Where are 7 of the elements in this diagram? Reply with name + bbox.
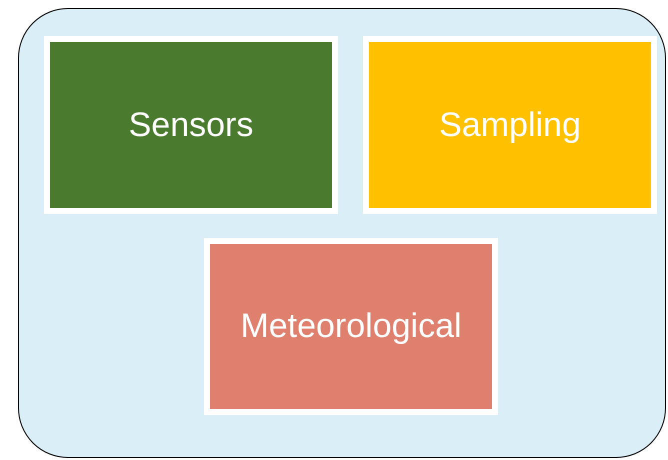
category-box [363, 36, 657, 214]
category-label: Meteorological [240, 307, 462, 346]
container-panel [18, 8, 666, 458]
category-label: Sensors [128, 106, 254, 144]
category-box [44, 36, 338, 214]
category-label: Sampling [439, 106, 581, 144]
category-box [204, 238, 498, 415]
